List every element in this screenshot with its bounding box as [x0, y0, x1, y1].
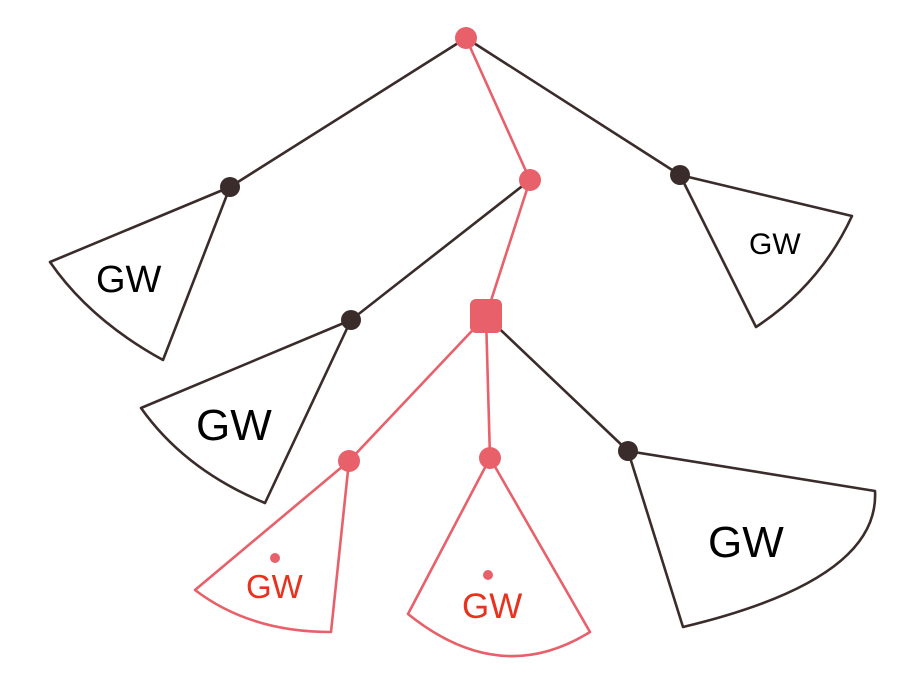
dot-red-mid [483, 570, 493, 580]
node-mid [519, 169, 541, 191]
node-right [670, 165, 690, 185]
node-left [220, 177, 240, 197]
square-node [470, 299, 502, 333]
edge-root-to-right [464, 36, 682, 177]
edge-mid-to-left [349, 178, 532, 322]
dot-red-left [270, 553, 280, 563]
subtree-fan-red-mid [406, 456, 592, 658]
gw-label-red-left: GW [246, 568, 304, 605]
subtree-fan-red-left [193, 459, 351, 634]
gw-label-right-bottom: GW [708, 518, 784, 567]
subtree-fan-left-mid [139, 318, 353, 505]
node-red-left [338, 450, 360, 472]
gw-label-left-mid: GW [196, 401, 272, 450]
edge-square-to-red-mid [484, 314, 492, 460]
node-red-mid [479, 447, 501, 469]
root-node [455, 27, 477, 49]
edge-square-to-right [484, 314, 630, 453]
gw-label-left-top: GW [96, 259, 162, 301]
node-right-bottom [618, 441, 638, 461]
subtree-fan-right-bottom [626, 449, 877, 629]
subtree-fan-left-top [48, 185, 232, 362]
edge-root-to-mid [464, 36, 532, 182]
edge-square-to-red-left [347, 314, 488, 463]
gw-label-right-top: GW [749, 228, 801, 261]
edge-mid-to-square [484, 178, 532, 318]
edge-root-to-left [228, 36, 468, 189]
subtree-fan-right-top [678, 173, 854, 329]
node-mid-left [341, 310, 361, 330]
gw-label-red-mid: GW [462, 587, 522, 626]
